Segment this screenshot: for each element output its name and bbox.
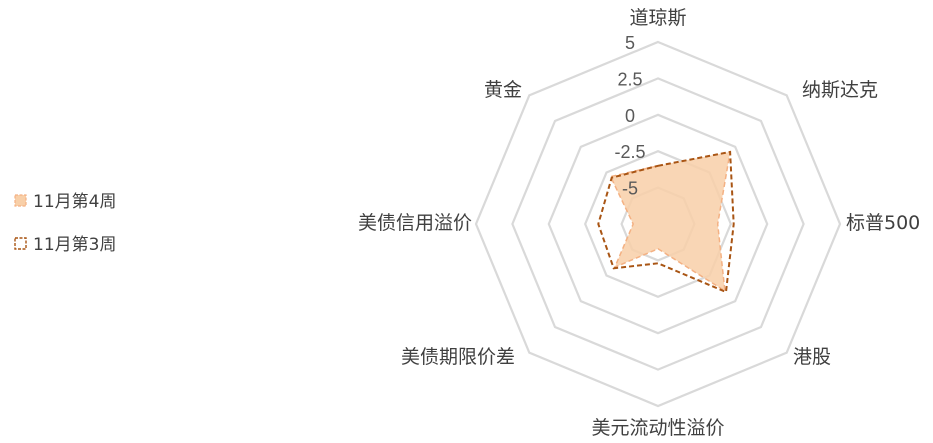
radial-tick-labels: 5 2.5 0 -2.5 -5 <box>614 33 645 199</box>
series-layer <box>597 150 735 294</box>
tick-label: 0 <box>625 106 635 126</box>
category-label: 黄金 <box>484 79 522 101</box>
grid-ring-4 <box>474 40 842 408</box>
legend-label-1: 11月第3周 <box>33 235 116 255</box>
tick-label: -5 <box>622 179 638 199</box>
category-label: 标普500 <box>846 212 920 234</box>
category-label: 美元流动性溢价 <box>591 417 724 439</box>
tick-label: 2.5 <box>617 69 642 89</box>
grid-ring-2 <box>547 113 769 335</box>
category-label: 美债期限价差 <box>401 346 515 368</box>
legend-label-0: 11月第4周 <box>33 192 116 212</box>
tick-label: -2.5 <box>614 142 645 162</box>
series-polygon-1 <box>597 150 735 294</box>
category-label: 港股 <box>793 346 831 368</box>
legend-swatch-0 <box>14 194 27 207</box>
grid-ring-3 <box>511 77 805 371</box>
series-polygon-0 <box>609 150 732 293</box>
legend-swatch-1 <box>14 237 27 250</box>
category-label: 美债信用溢价 <box>358 212 472 234</box>
category-label: 道琼斯 <box>629 7 686 29</box>
tick-label: 5 <box>625 33 635 53</box>
category-label: 纳斯达克 <box>802 79 878 101</box>
legend: 11月第4周 11月第3周 <box>14 192 116 255</box>
